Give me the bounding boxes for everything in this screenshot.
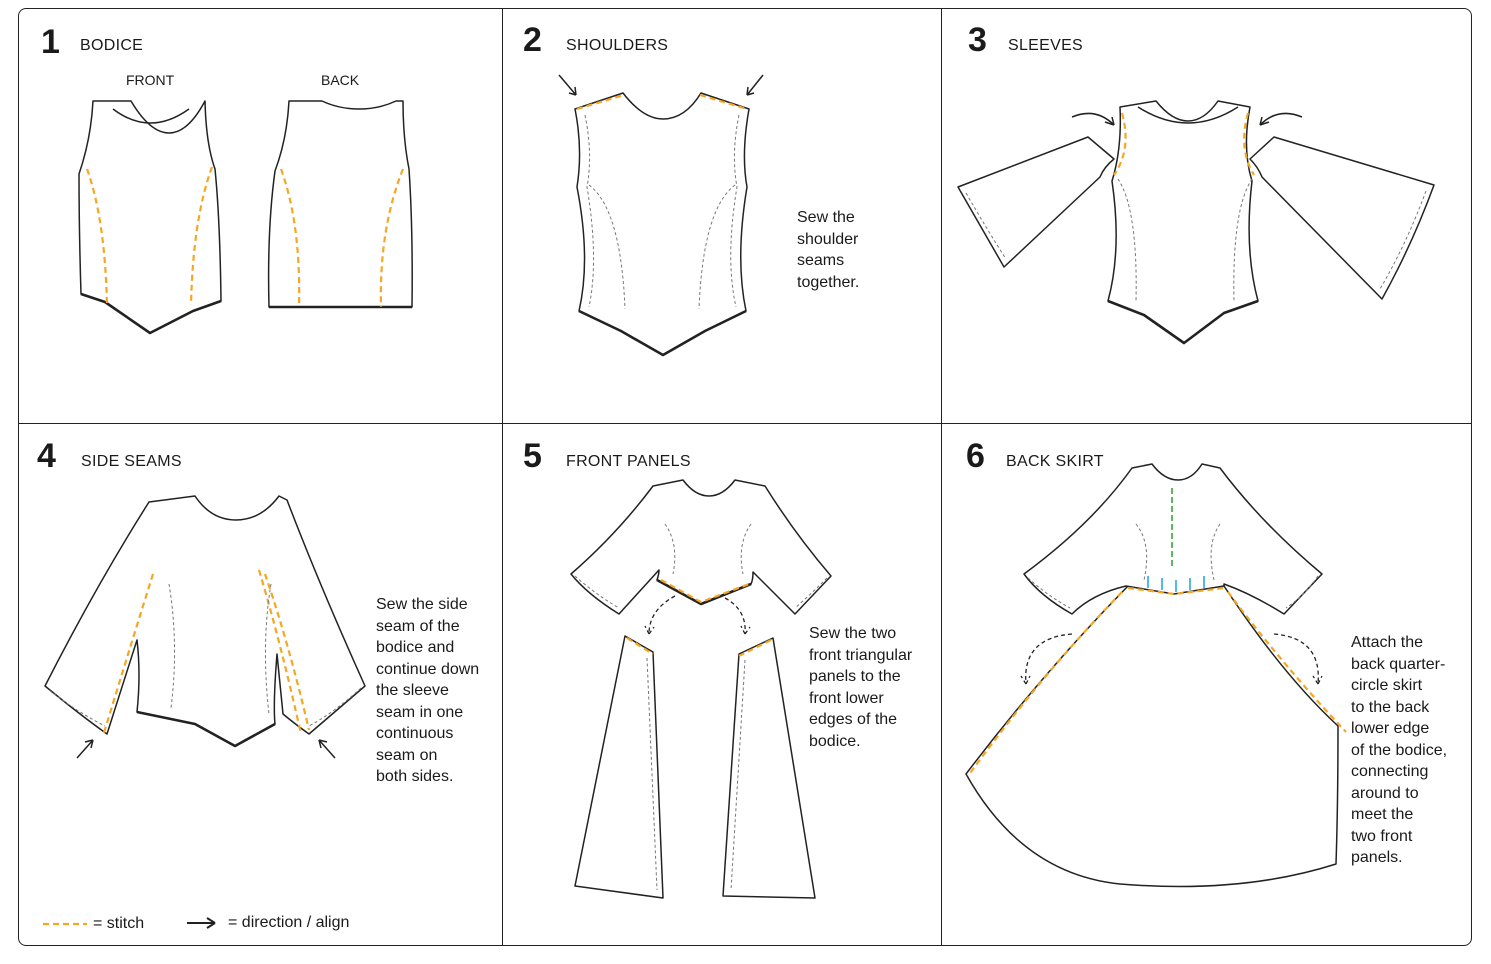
bodice-with-sleeves: [44, 495, 366, 747]
arrow-icon: [1071, 112, 1115, 126]
step-3-panel: 3 SLEEVES: [942, 9, 1472, 423]
step-6-instructions: Attach the back quarter- circle skirt to…: [1351, 634, 1448, 866]
arrow-icon: [1259, 112, 1303, 126]
shoulders-illustration: [558, 74, 764, 357]
step-4-instructions: Sew the side seam of the bodice and cont…: [376, 596, 480, 785]
step-4-number: 4: [37, 437, 56, 475]
divider: [941, 9, 942, 945]
step-5-panel: 5 FRONT PANELS Sew the two front triangu…: [503, 424, 941, 946]
step-2-panel: 2 SHOULDERS Sew the shoulder seams toget…: [503, 9, 941, 423]
bodice-sleeves: [1107, 100, 1259, 344]
direction-legend-label: = direction / align: [228, 914, 350, 931]
step-3-number: 3: [968, 21, 987, 59]
step-2-number: 2: [523, 21, 542, 59]
bodice-back: [267, 100, 413, 308]
bodice-with-sleeves: [570, 479, 832, 615]
step-4-title: SIDE SEAMS: [81, 453, 182, 470]
front-label: FRONT: [126, 72, 175, 88]
step-5-title: FRONT PANELS: [566, 453, 691, 470]
back-skirt-illustration: [965, 463, 1347, 888]
step-6-title: BACK SKIRT: [1006, 453, 1104, 470]
bodice-shoulders: [574, 92, 750, 356]
arrow-icon: [187, 917, 216, 929]
left-sleeve: [957, 136, 1115, 268]
step-5-instructions: Sew the two front triangular panels to t…: [809, 625, 913, 750]
arrow-icon: [76, 739, 94, 759]
step-5-number: 5: [523, 437, 542, 475]
front-panels-illustration: [570, 479, 832, 899]
arrow-icon: [558, 74, 577, 96]
back-label: BACK: [321, 72, 360, 88]
sleeves-illustration: [957, 100, 1435, 345]
right-front-panel: [722, 637, 816, 899]
divider: [502, 9, 503, 945]
divider: [19, 423, 1471, 424]
right-sleeve: [1249, 136, 1435, 300]
step-6-number: 6: [966, 437, 985, 475]
back-skirt: [965, 585, 1339, 888]
step-4-panel: 4 SIDE SEAMS Sew the side seam of the bo…: [19, 424, 502, 946]
step-1-number: 1: [41, 23, 60, 61]
step-6-panel: 6 BACK SKIRT Attach the back quarter- ci…: [942, 424, 1472, 946]
step-3-title: SLEEVES: [1008, 37, 1084, 54]
arrow-icon: [318, 739, 336, 759]
side-seams-illustration: [43, 495, 366, 929]
stitch-legend-label: = stitch: [93, 915, 145, 932]
bodice-with-sleeves: [1023, 463, 1323, 615]
step-1-panel: 1 BODICE FRONT BACK: [19, 9, 502, 423]
bodice-front: [78, 100, 222, 334]
left-front-panel: [574, 635, 664, 899]
bodice-front-back-illustration: [78, 100, 413, 335]
step-1-title: BODICE: [80, 37, 144, 54]
step-2-instructions: Sew the shoulder seams together.: [797, 209, 860, 291]
step-2-title: SHOULDERS: [566, 37, 669, 54]
arrow-icon: [746, 74, 764, 96]
instruction-sheet-frame: [18, 8, 1472, 946]
